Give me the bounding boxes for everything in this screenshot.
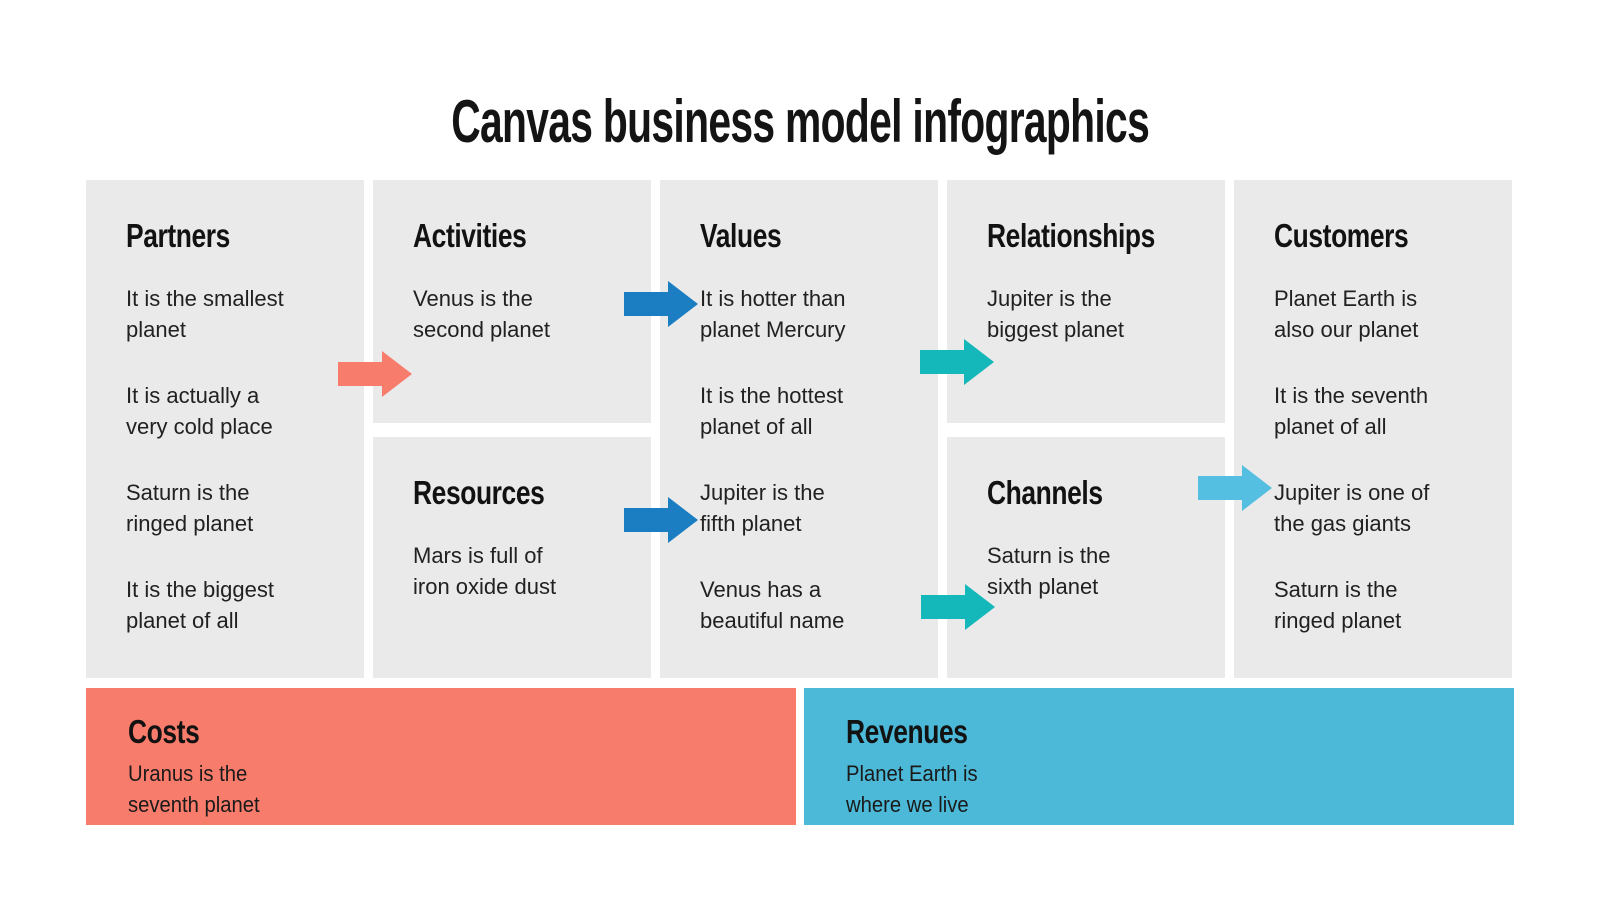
arrow-body [921, 595, 967, 619]
partners-box: Partners It is the smallest planet It is… [86, 180, 364, 678]
partners-item: It is the smallest planet [126, 286, 284, 342]
values-item: It is hotter than planet Mercury [700, 286, 846, 342]
partners-heading: Partners [126, 217, 230, 254]
values-heading: Values [700, 217, 782, 254]
arrow-head [1242, 465, 1272, 511]
revenues-heading: Revenues [846, 713, 968, 750]
activities-heading: Activities [413, 217, 527, 254]
arrow-head [382, 351, 412, 397]
right-arrow-icon [921, 584, 995, 630]
channels-box: Channels Saturn is the sixth planet [947, 437, 1225, 678]
partners-item: Saturn is the ringed planet [126, 480, 254, 536]
customers-item: Jupiter is one of the gas giants [1274, 480, 1430, 536]
right-arrow-icon [1198, 465, 1272, 511]
arrow-head [668, 497, 698, 543]
values-item: It is the hottest planet of all [700, 383, 844, 439]
channels-heading: Channels [987, 474, 1103, 511]
values-item: Venus has a beautiful name [700, 577, 845, 633]
customers-item: Saturn is the ringed planet [1274, 577, 1402, 633]
customers-heading: Customers [1274, 217, 1409, 254]
customers-item: It is the seventh planet of all [1274, 383, 1429, 439]
partners-item: It is the biggest planet of all [126, 577, 274, 633]
costs-item: Uranus is the seventh planet [128, 761, 260, 817]
arrow-body [624, 292, 670, 316]
customers-box: Customers Planet Earth is also our plane… [1234, 180, 1512, 678]
arrow-body [338, 362, 384, 386]
page-title: Canvas business model infographics [451, 88, 1150, 155]
relationships-item: Jupiter is the biggest planet [987, 286, 1124, 342]
resources-box: Resources Mars is full of iron oxide dus… [373, 437, 651, 678]
right-arrow-icon [920, 339, 994, 385]
partners-item: It is actually a very cold place [126, 383, 273, 439]
arrow-head [668, 281, 698, 327]
channels-item: Saturn is the sixth planet [987, 543, 1111, 599]
activities-item: Venus is the second planet [413, 286, 550, 342]
resources-heading: Resources [413, 474, 545, 511]
arrow-head [964, 339, 994, 385]
customers-item: Planet Earth is also our planet [1274, 286, 1419, 342]
arrow-head [965, 584, 995, 630]
page-title-wrap: Canvas business model infographics [0, 86, 1600, 158]
revenues-item: Planet Earth is where we live [846, 761, 978, 817]
costs-bar: Costs Uranus is the seventh planet [86, 688, 796, 825]
arrow-body [920, 350, 966, 374]
right-arrow-icon [624, 281, 698, 327]
arrow-body [1198, 476, 1244, 500]
values-item: Jupiter is the fifth planet [700, 480, 825, 536]
revenues-bar: Revenues Planet Earth is where we live [804, 688, 1514, 825]
right-arrow-icon [624, 497, 698, 543]
arrow-body [624, 508, 670, 532]
values-box: Values It is hotter than planet Mercury … [660, 180, 938, 678]
costs-heading: Costs [128, 713, 200, 750]
relationships-box: Relationships Jupiter is the biggest pla… [947, 180, 1225, 423]
right-arrow-icon [338, 351, 412, 397]
relationships-heading: Relationships [987, 217, 1155, 254]
activities-box: Activities Venus is the second planet [373, 180, 651, 423]
resources-item: Mars is full of iron oxide dust [413, 543, 557, 599]
